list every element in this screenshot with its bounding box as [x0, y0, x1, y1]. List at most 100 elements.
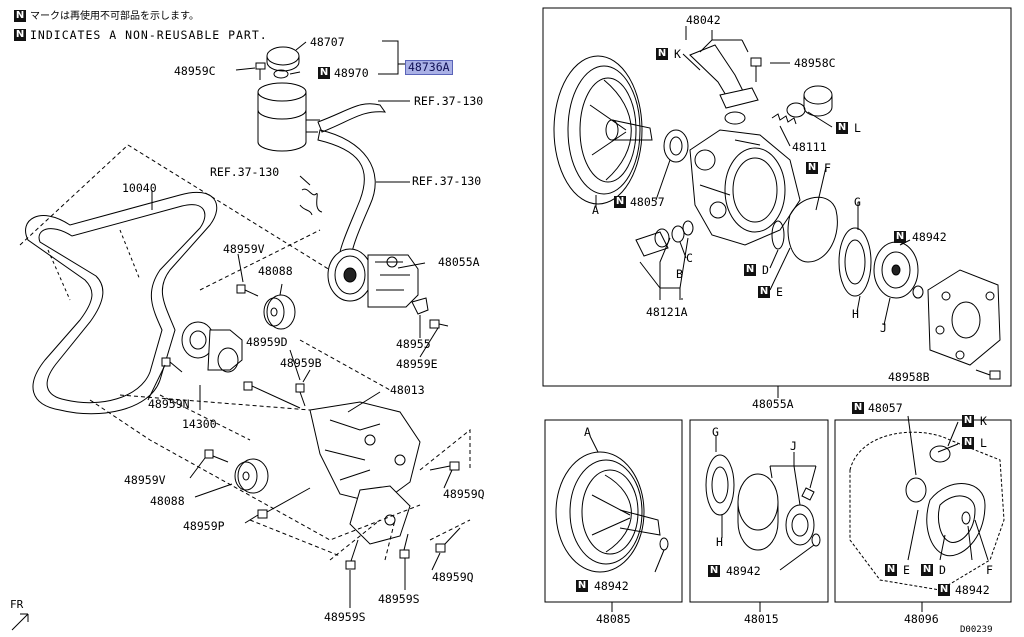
- non-reusable-badge: N: [318, 67, 330, 79]
- bolt-48959e: [429, 319, 449, 329]
- part-label-48959e[interactable]: 48959E: [396, 357, 438, 371]
- part-label-48736a-highlighted[interactable]: 48736A: [405, 60, 453, 75]
- part-label-48970[interactable]: 48970: [334, 66, 369, 80]
- oil-seal-48057: [663, 129, 689, 163]
- part-label-48959q[interactable]: 48959Q: [432, 570, 474, 584]
- o-ring-b: [682, 220, 694, 236]
- part-label-48013[interactable]: 48013: [390, 383, 425, 397]
- part-label-48959c[interactable]: 48959C: [174, 64, 216, 78]
- bolt-48959q-b: [435, 527, 461, 553]
- part-label-48959v[interactable]: 48959V: [124, 473, 166, 487]
- part-label-48959q[interactable]: 48959Q: [443, 487, 485, 501]
- non-reusable-badge: N: [921, 564, 933, 576]
- box-caption-48096[interactable]: 48096: [904, 612, 939, 626]
- bolt-48959q-a: [429, 461, 460, 471]
- cam-ring-detail: [705, 454, 735, 516]
- part-label-48121a[interactable]: 48121A: [646, 305, 688, 319]
- bolt-48959v-top: [236, 284, 259, 297]
- pipe-fitting-48042: [689, 44, 759, 125]
- front-arrow: [11, 613, 29, 631]
- callout-k: K: [980, 414, 987, 428]
- leader-lines-48015: [715, 436, 817, 612]
- callout-l: L: [980, 436, 987, 450]
- callout-d: D: [939, 563, 946, 577]
- callout-h: H: [716, 535, 723, 549]
- callout-a: A: [584, 425, 591, 439]
- non-reusable-badge: N: [656, 48, 668, 60]
- part-label-48959n[interactable]: 48959N: [148, 397, 190, 411]
- part-label-48958b[interactable]: 48958B: [888, 370, 930, 384]
- non-reusable-badge: N: [708, 565, 720, 577]
- gasket-f: [787, 196, 838, 263]
- part-label-48088[interactable]: 48088: [258, 264, 293, 278]
- part-label-48088[interactable]: 48088: [150, 494, 185, 508]
- bolt-48959s-a: [345, 539, 359, 570]
- callout-f: F: [824, 161, 831, 175]
- part-label-48057[interactable]: 48057: [868, 401, 903, 415]
- flow-control-valve: [635, 228, 670, 257]
- part-label-48057[interactable]: 48057: [630, 195, 665, 209]
- non-reusable-badge: N: [894, 231, 906, 243]
- rotor-housing-detail: [737, 473, 779, 551]
- non-reusable-badge: N: [806, 162, 818, 174]
- label-bracket-48736a: [378, 40, 406, 75]
- non-reusable-badge: N: [14, 10, 26, 22]
- idler-pulley-bottom: [234, 458, 269, 494]
- bolt-48958b: [975, 369, 1001, 380]
- part-label-48959p[interactable]: 48959P: [183, 519, 225, 533]
- callout-g: G: [854, 195, 861, 209]
- box-caption-48015[interactable]: 48015: [744, 612, 779, 626]
- leader-lines-left: [147, 41, 453, 608]
- part-label-48942[interactable]: 48942: [912, 230, 947, 244]
- callout-a: A: [592, 203, 599, 217]
- pump-rear-cover: [927, 269, 1001, 366]
- rotor-vanes-detail: [785, 504, 815, 546]
- part-label-48959b[interactable]: 48959B: [280, 356, 322, 370]
- reference-label[interactable]: REF.37-130: [210, 165, 280, 179]
- bolt-48959c: [255, 62, 266, 80]
- suction-hose: [317, 129, 376, 263]
- hose-clamp: [299, 188, 323, 216]
- reference-label[interactable]: REF.37-130: [412, 174, 482, 188]
- reference-label[interactable]: REF.37-130: [414, 94, 484, 108]
- o-ring-c: [671, 225, 685, 243]
- part-label-48055a[interactable]: 48055A: [438, 255, 480, 269]
- callout-h: H: [852, 307, 859, 321]
- part-label-48958c[interactable]: 48958C: [794, 56, 836, 70]
- bolt-48958c: [750, 57, 762, 82]
- callout-g: G: [712, 425, 719, 439]
- box-caption-48085[interactable]: 48085: [596, 612, 631, 626]
- long-bolt-48959d: [243, 381, 301, 409]
- callout-e: E: [903, 563, 910, 577]
- callout-l: L: [854, 121, 861, 135]
- long-bolt-48959p: [257, 487, 311, 519]
- bolt-48959s-b: [399, 533, 410, 559]
- part-label-14300[interactable]: 14300: [182, 417, 217, 431]
- bolt-48959n: [161, 357, 183, 373]
- exploded-view-box-48096: [834, 419, 1012, 603]
- part-label-48111[interactable]: 48111: [792, 140, 827, 154]
- exploded-view-box-48055a: [542, 7, 1012, 387]
- legend-note-english: INDICATES A NON-REUSABLE PART.: [30, 28, 268, 42]
- part-label-48959v[interactable]: 48959V: [223, 242, 265, 256]
- assembly-guide-lines: [19, 144, 471, 561]
- leader-lines-48085: [589, 435, 665, 612]
- drive-belt-inner: [38, 204, 206, 404]
- part-label-48042[interactable]: 48042: [686, 13, 721, 27]
- part-label-48942[interactable]: 48942: [955, 583, 990, 597]
- box-caption-48055a[interactable]: 48055A: [752, 397, 794, 411]
- part-label-48955[interactable]: 48955: [396, 337, 431, 351]
- idler-pulley-top: [263, 294, 296, 330]
- part-label-48942[interactable]: 48942: [594, 579, 629, 593]
- part-label-48959s[interactable]: 48959S: [324, 610, 366, 624]
- part-label-48959s[interactable]: 48959S: [378, 592, 420, 606]
- part-label-48942[interactable]: 48942: [726, 564, 761, 578]
- callout-j: J: [790, 439, 797, 453]
- non-reusable-badge: N: [836, 122, 848, 134]
- rotor-assembly: [873, 241, 919, 299]
- part-label-48707[interactable]: 48707: [310, 35, 345, 49]
- part-label-48959d[interactable]: 48959D: [246, 335, 288, 349]
- drive-belt: [25, 191, 218, 415]
- part-label-10040[interactable]: 10040: [122, 181, 157, 195]
